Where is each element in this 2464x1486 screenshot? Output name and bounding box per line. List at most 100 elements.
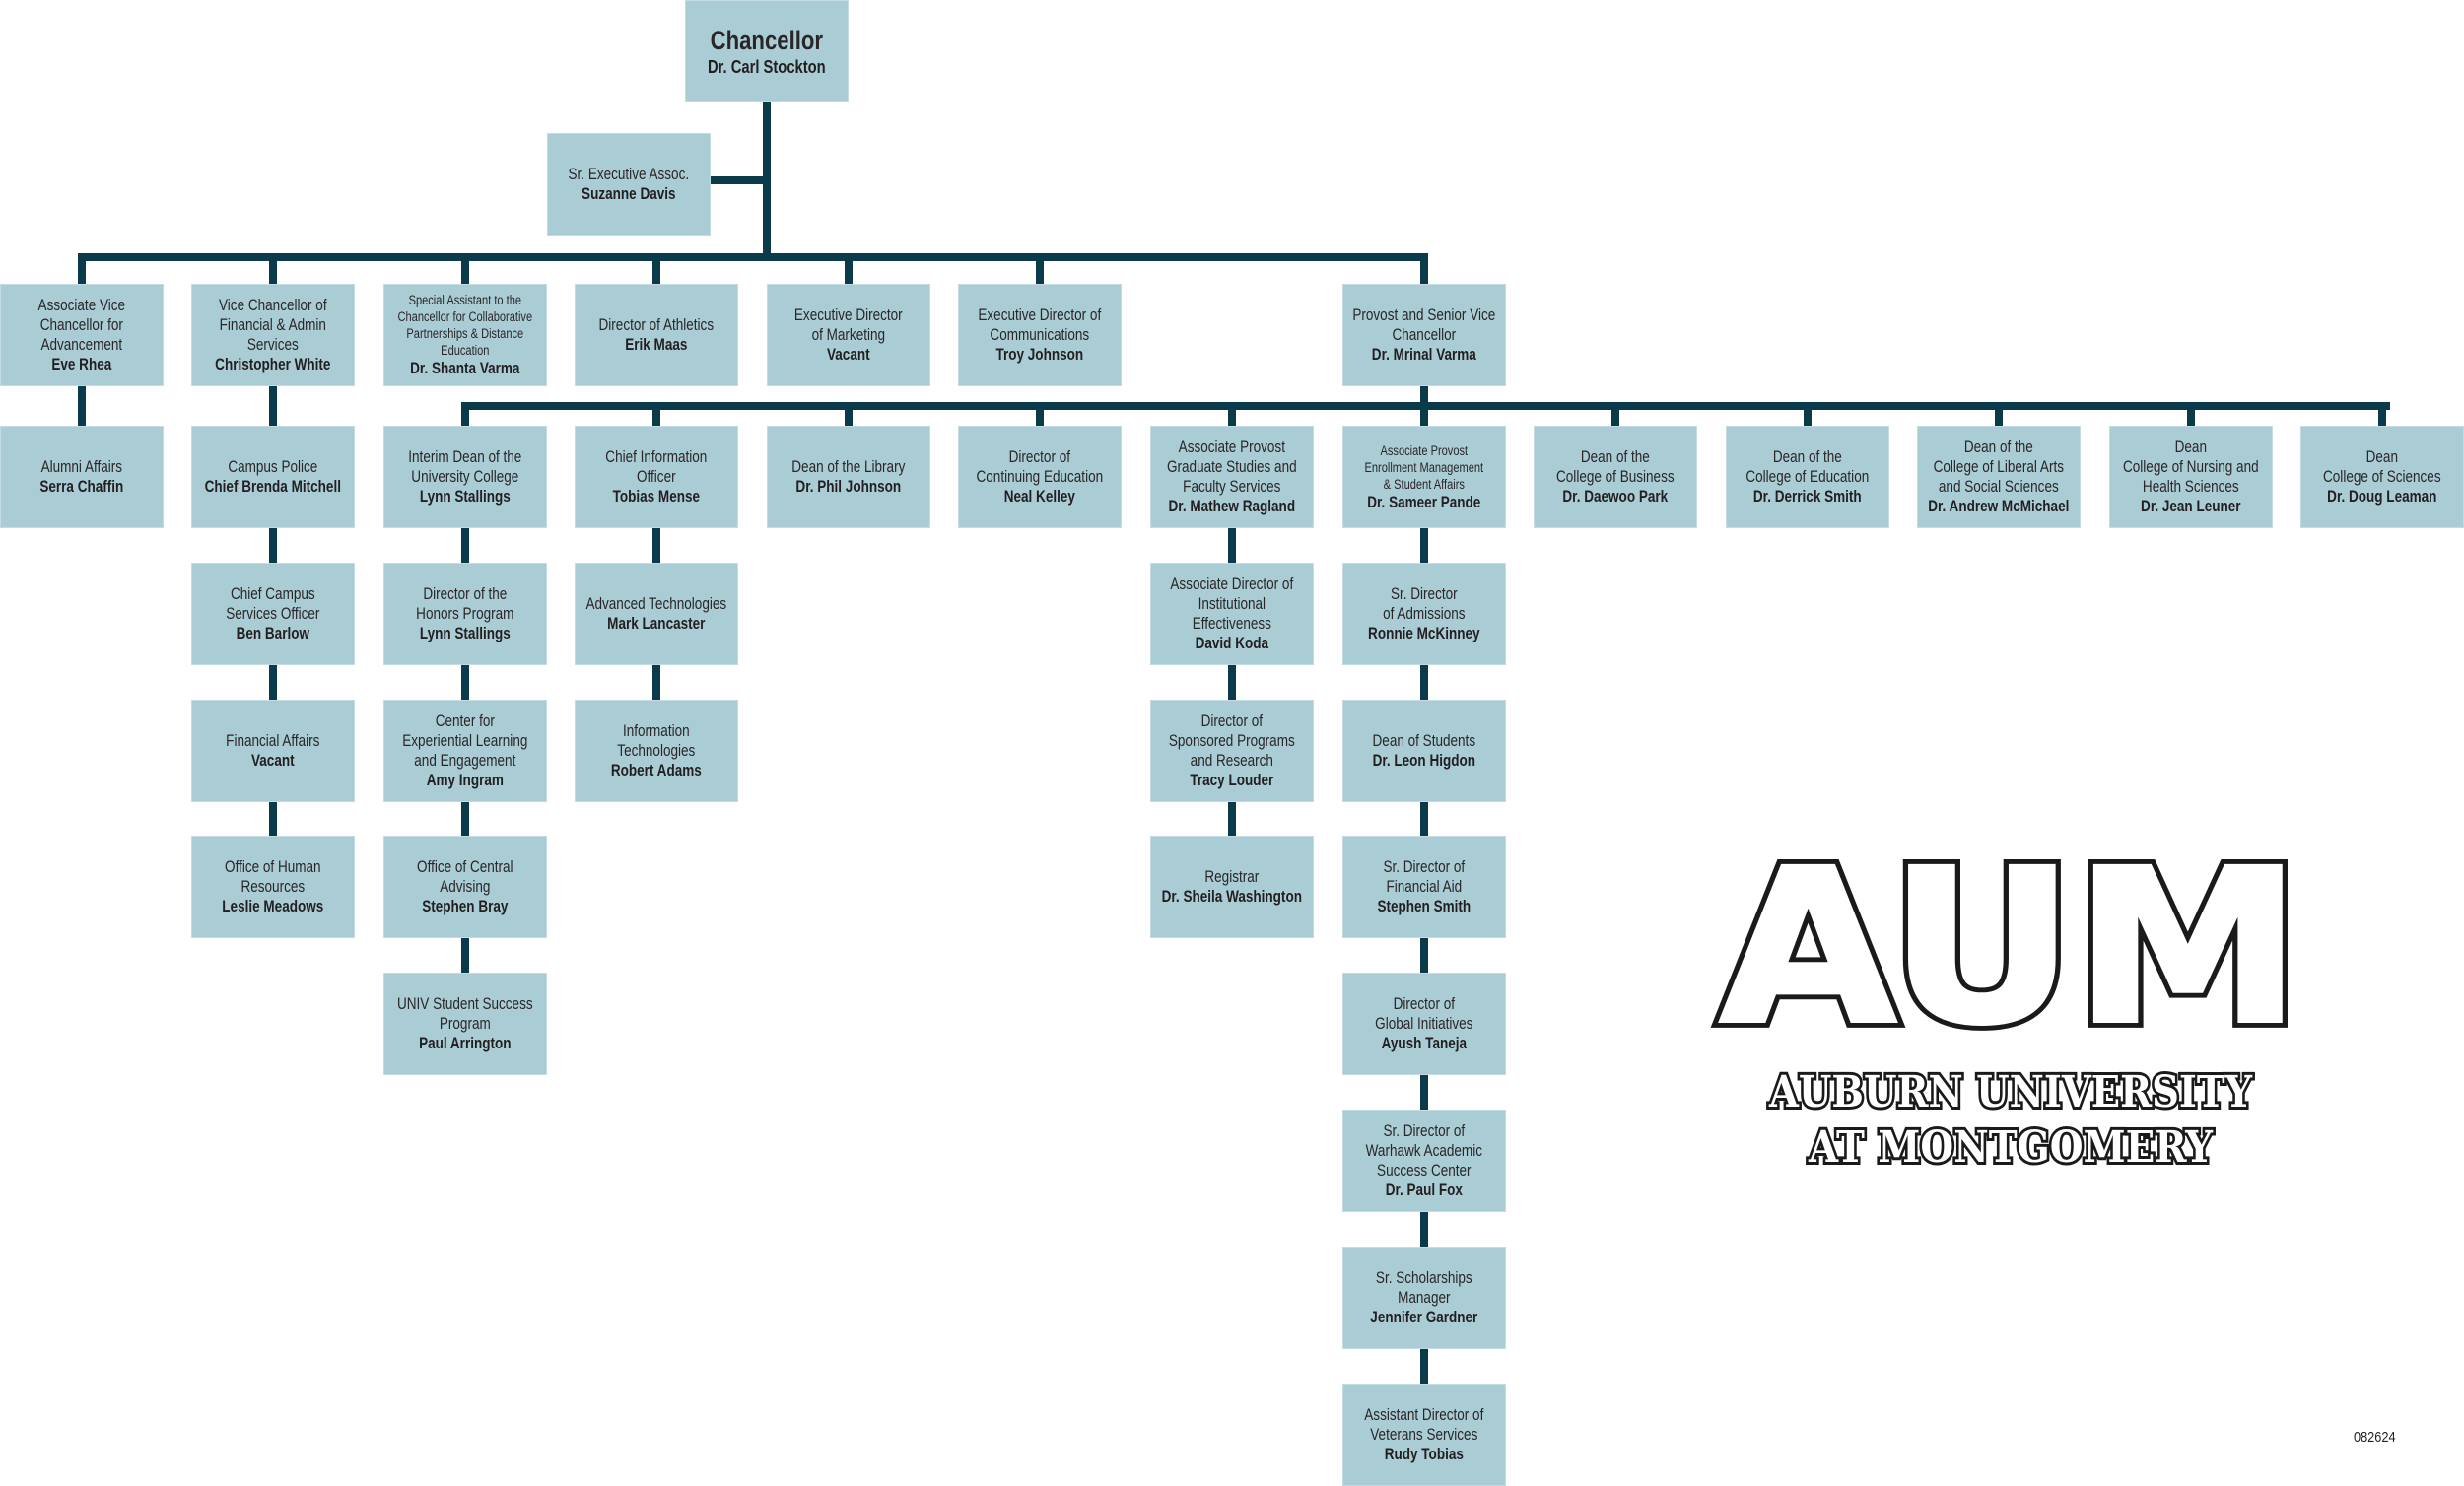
position-title: Dean of the College of Business [1556, 448, 1675, 486]
position-title: Office of Human Resources [225, 858, 321, 896]
person-name: Vacant [827, 346, 870, 364]
position-title: Director of Athletics [598, 316, 715, 334]
connector-drop [2378, 402, 2386, 426]
position-title: Director of the Honors Program [416, 585, 514, 623]
person-name: Mark Lancaster [607, 615, 706, 633]
position-title: Campus Police [228, 458, 318, 476]
connector-drop [1036, 253, 1044, 284]
person-name: Dr. Jean Leuner [2141, 498, 2241, 515]
finance-admin-box[interactable]: Vice Chancellor of Financial & Admin Ser… [191, 284, 355, 386]
person-name: Dr. Phil Johnson [795, 478, 902, 496]
sponsored-programs-box[interactable]: Director of Sponsored Programs and Resea… [1150, 700, 1314, 802]
person-name: Serra Chaffin [39, 478, 124, 496]
experiential-learning-box[interactable]: Center for Experiential Learning and Eng… [383, 700, 547, 802]
person-name: Chief Brenda Mitchell [204, 478, 342, 496]
advancement-box[interactable]: Associate Vice Chancellor for Advancemen… [0, 284, 164, 386]
position-title: Vice Chancellor of Financial & Admin Ser… [219, 297, 327, 354]
person-name: Rudy Tobias [1384, 1446, 1465, 1463]
chancellor-box[interactable]: Chancellor Dr. Carl Stockton [685, 0, 849, 102]
logo-line1: AUBURN UNIVERSITY [1768, 1067, 2252, 1117]
connector-drop [845, 253, 853, 284]
academic-success-center-box[interactable]: Sr. Director of Warhawk Academic Success… [1342, 1110, 1506, 1212]
logo-line2: AT MONTGOMERY [1808, 1122, 2213, 1173]
position-title: Chancellor [710, 26, 824, 55]
position-title: Interim Dean of the University College [408, 448, 522, 486]
connector-level1-bar [78, 253, 1428, 261]
sr-executive-assoc-box[interactable]: Sr. Executive Assoc. Suzanne Davis [547, 133, 711, 236]
person-name: Neal Kelley [1003, 488, 1076, 506]
person-name: Leslie Meadows [222, 898, 324, 915]
special-assistant-box[interactable]: Special Assistant to the Chancellor for … [383, 284, 547, 386]
position-title: Advanced Technologies [585, 595, 727, 613]
position-title: Office of Central Advising [417, 858, 513, 896]
connector-drop [845, 402, 853, 426]
connector-drop [1228, 402, 1236, 426]
person-name: Dr. Mrinal Varma [1371, 346, 1477, 364]
connector-drop [1995, 402, 2003, 426]
person-name: Dr. Sheila Washington [1161, 888, 1303, 906]
position-title: Sr. Executive Assoc. [568, 166, 690, 183]
connector-drop [269, 253, 277, 284]
position-title: Director of Global Initiatives [1375, 995, 1473, 1033]
connector-drop [1036, 402, 1044, 426]
person-name: Dr. Daewoo Park [1562, 488, 1669, 506]
position-title: Dean College of Sciences [2323, 448, 2441, 486]
aum-logo: AUM AUM AUBURN UNIVERSITY AT MONTGOMERY [1710, 818, 2311, 1176]
connector-drop [1420, 253, 1428, 284]
graduate-studies-box[interactable]: Associate Provost Graduate Studies and F… [1150, 426, 1314, 528]
enrollment-management-box[interactable]: Associate Provost Enrollment Management … [1342, 426, 1506, 528]
connector-enrollment-chain [1420, 528, 1428, 1384]
position-title: Financial Affairs [226, 732, 320, 750]
position-title: Alumni Affairs [40, 458, 123, 476]
connector-drop [1420, 402, 1428, 426]
person-name: Paul Arrington [419, 1035, 512, 1052]
person-name: Dr. Mathew Ragland [1168, 498, 1296, 515]
person-name: Stephen Smith [1377, 898, 1472, 915]
position-title: Information Technologies [617, 722, 696, 760]
position-title: Executive Director of Communications [978, 306, 1102, 344]
person-name: Vacant [251, 752, 295, 770]
college-liberal-arts-box[interactable]: Dean of the College of Liberal Arts and … [1917, 426, 2081, 528]
college-nursing-box[interactable]: Dean College of Nursing and Health Scien… [2109, 426, 2273, 528]
institutional-effectiveness-box[interactable]: Associate Director of Institutional Effe… [1150, 563, 1314, 665]
person-name: Ben Barlow [236, 625, 310, 642]
aum-logo-icon: AUM AUM AUBURN UNIVERSITY AT MONTGOMERY [1713, 818, 2308, 1176]
person-name: David Koda [1195, 635, 1269, 652]
document-code: 082624 [2354, 1429, 2396, 1446]
connector-drop [78, 253, 86, 284]
position-title: Assistant Director of Veterans Services [1364, 1406, 1484, 1444]
person-name: Dr. Andrew McMichael [1928, 498, 2070, 515]
connector-assistant [710, 176, 767, 184]
connector-provost-trunk [1420, 386, 1428, 410]
person-name: Dr. Paul Fox [1385, 1182, 1464, 1199]
person-name: Dr. Doug Leaman [2327, 488, 2437, 506]
